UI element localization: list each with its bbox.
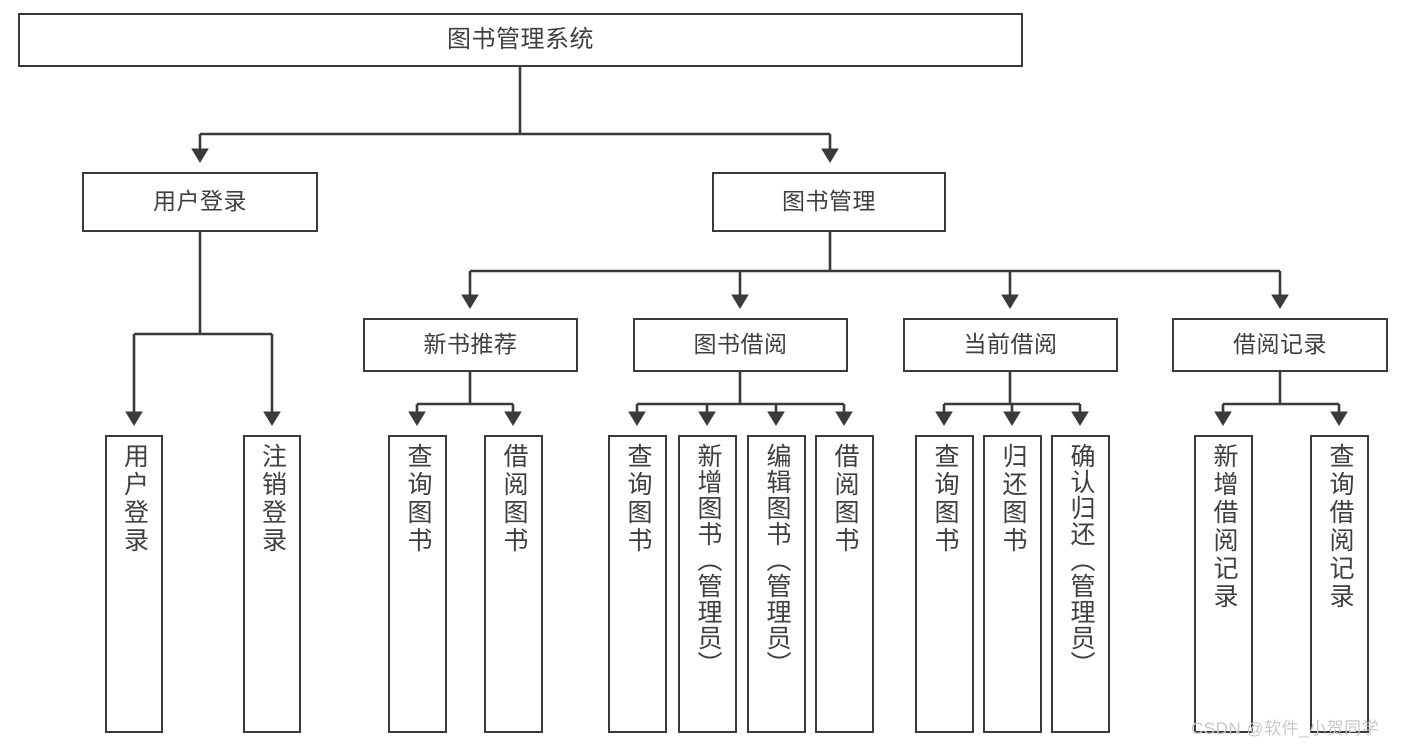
csdn-watermark: CSDN @软件_小贺同学 (1191, 719, 1380, 738)
node-leaf-query-book-3[interactable]: 查询图书 (915, 435, 974, 733)
node-label: 新增图书（管理员） (694, 443, 722, 677)
node-label: 查询图书 (404, 443, 432, 555)
node-leaf-return-book[interactable]: 归还图书 (983, 435, 1042, 733)
node-leaf-confirm-return[interactable]: 确认归还（管理员） (1051, 435, 1110, 733)
node-label: 确认归还（管理员） (1067, 443, 1095, 677)
node-label: 图书借阅 (693, 331, 788, 358)
node-leaf-add-book[interactable]: 新增图书（管理员） (678, 435, 737, 733)
node-label: 新书推荐 (423, 331, 518, 358)
node-label: 新增借阅记录 (1210, 443, 1238, 611)
node-leaf-user-logout[interactable]: 注销登录 (243, 435, 301, 733)
node-label: 借阅记录 (1233, 331, 1327, 358)
node-label: 归还图书 (999, 443, 1027, 555)
node-label: 当前借阅 (963, 331, 1058, 358)
node-leaf-edit-book[interactable]: 编辑图书（管理员） (747, 435, 806, 733)
node-label: 借阅图书 (831, 443, 859, 555)
node-label: 编辑图书（管理员） (763, 443, 791, 677)
node-leaf-user-login[interactable]: 用户登录 (105, 435, 163, 733)
node-label: 查询图书 (931, 443, 959, 555)
node-root-book-management-system[interactable]: 图书管理系统 (18, 13, 1023, 67)
node-leaf-borrow-book-2[interactable]: 借阅图书 (815, 435, 874, 733)
node-leaf-borrow-book-1[interactable]: 借阅图书 (484, 435, 543, 733)
node-label: 注销登录 (258, 443, 287, 555)
node-user-login[interactable]: 用户登录 (82, 172, 318, 232)
node-borrow-record[interactable]: 借阅记录 (1172, 318, 1388, 372)
node-label: 图书管理系统 (447, 25, 594, 53)
node-leaf-query-book-1[interactable]: 查询图书 (388, 435, 447, 733)
node-label: 图书管理 (782, 188, 876, 215)
node-label: 用户登录 (153, 188, 247, 215)
node-label: 查询借阅记录 (1326, 443, 1354, 611)
node-current-borrow[interactable]: 当前借阅 (903, 318, 1118, 372)
node-book-management[interactable]: 图书管理 (712, 172, 946, 232)
node-book-borrow[interactable]: 图书借阅 (633, 318, 848, 372)
node-leaf-query-record[interactable]: 查询借阅记录 (1310, 435, 1369, 733)
node-leaf-query-book-2[interactable]: 查询图书 (608, 435, 667, 733)
node-leaf-add-record[interactable]: 新增借阅记录 (1194, 435, 1253, 733)
node-label: 借阅图书 (500, 443, 528, 555)
node-new-book-recommend[interactable]: 新书推荐 (363, 318, 578, 372)
node-label: 用户登录 (120, 443, 149, 555)
node-label: 查询图书 (624, 443, 652, 555)
